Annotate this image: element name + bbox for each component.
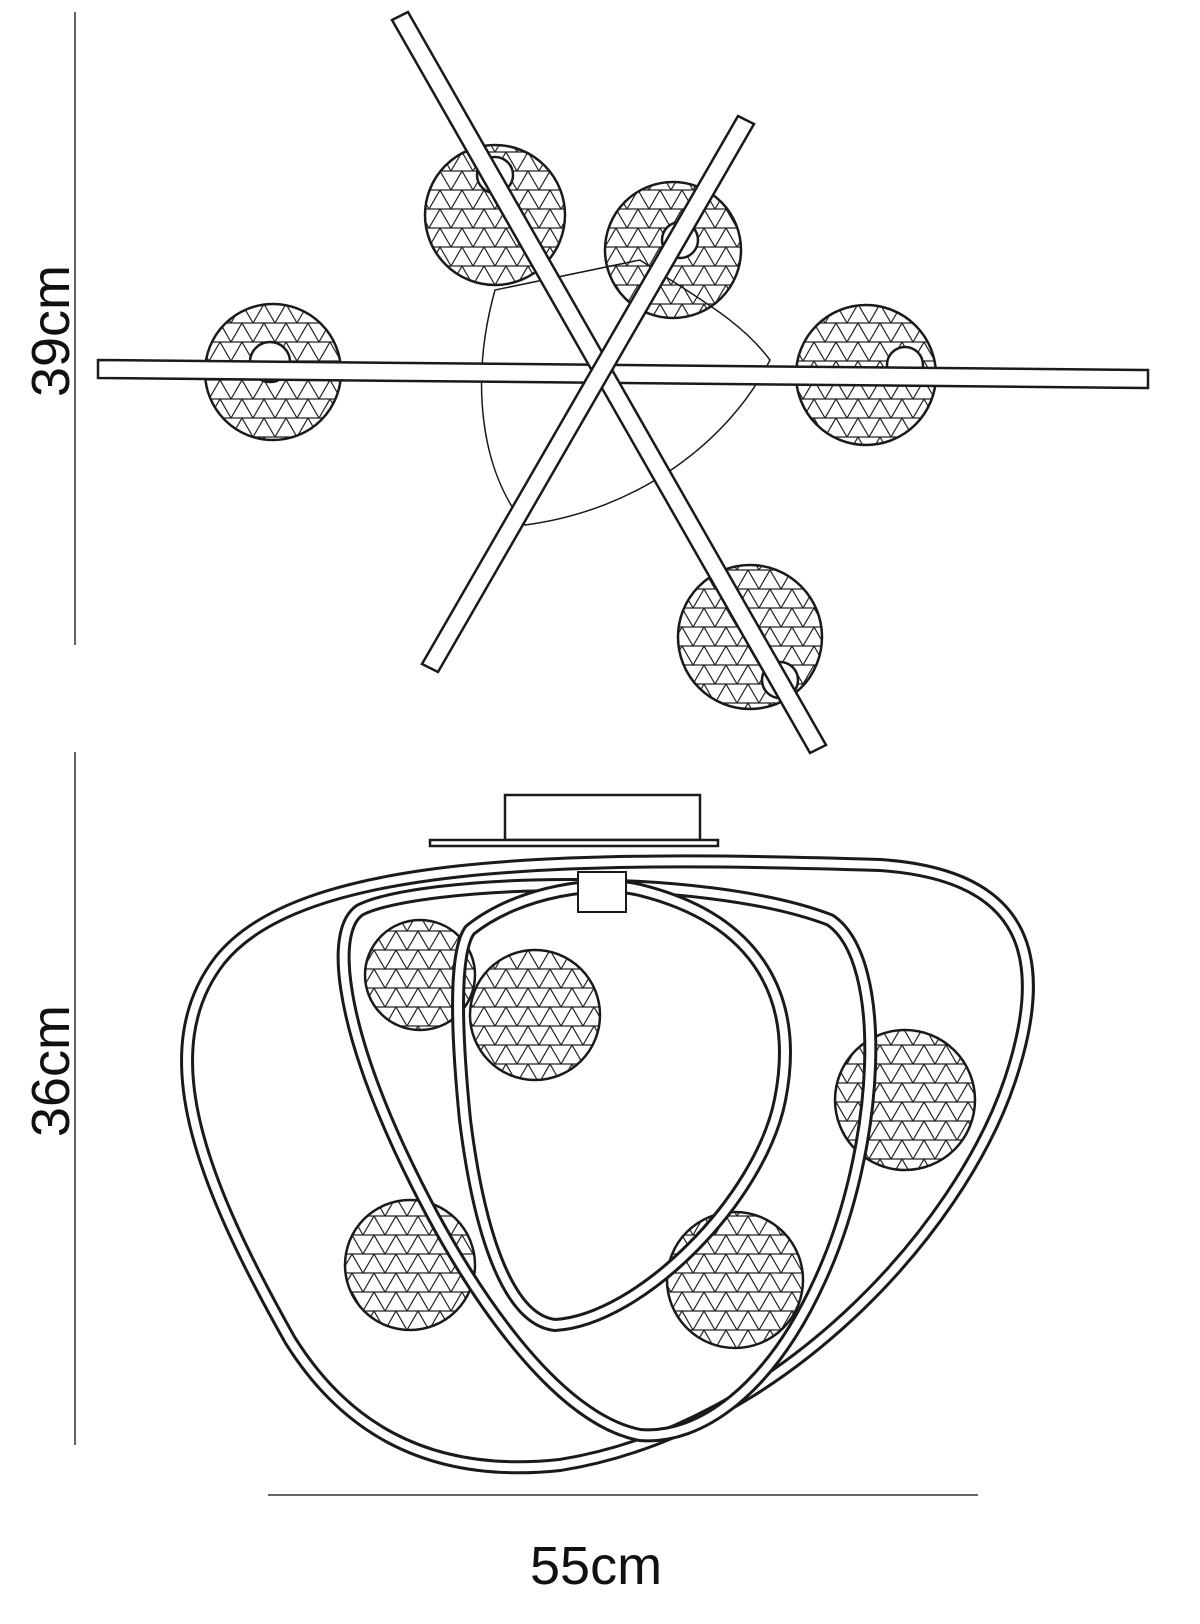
hub: [577, 871, 627, 913]
side-view: [180, 793, 1035, 1475]
sphere: [363, 918, 477, 1032]
sphere: [665, 1210, 805, 1350]
height-label: 36cm: [21, 1004, 82, 1138]
led-bar: [420, 114, 756, 674]
depth-label: 39cm: [21, 264, 82, 398]
ceiling-canopy: [503, 793, 702, 842]
top-view: [96, 10, 1150, 755]
mounting-plate: [428, 838, 720, 848]
sphere: [468, 948, 602, 1082]
width-label: 55cm: [530, 1536, 663, 1596]
led-bar: [390, 10, 828, 755]
led-bar: [96, 358, 1150, 390]
